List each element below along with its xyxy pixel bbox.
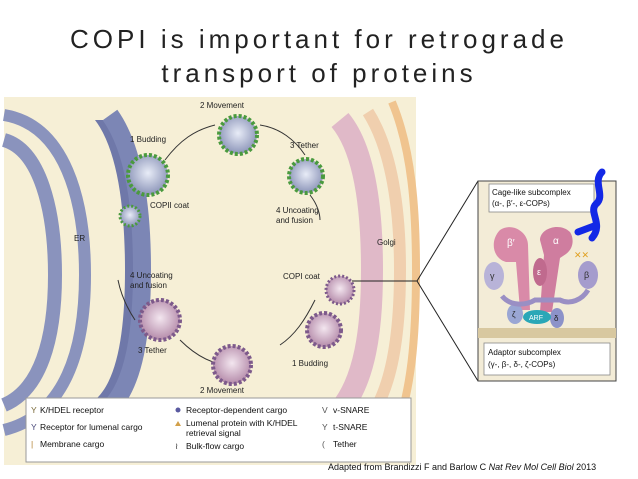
legend-lumenal-protein-2: retrieval signal <box>186 428 241 438</box>
citation-journal: Nat Rev Mol Cell Biol <box>488 462 574 472</box>
adaptor-title-line-1: Adaptor subcomplex <box>488 348 561 357</box>
vesicle-bottom-budding <box>305 311 343 349</box>
receptor-cargo-icon <box>175 407 181 413</box>
alpha-label: α <box>553 236 559 247</box>
epsilon-subunit <box>533 258 547 286</box>
uncoating-left-label-2: and fusion <box>130 281 167 290</box>
legend-membrane-cargo: Membrane cargo <box>40 439 105 449</box>
callout-lines <box>352 180 479 382</box>
t-snare-icon: Y <box>322 422 328 432</box>
adaptor-title-line-2: (γ-, β-, δ-, ζ-COPs) <box>488 360 556 369</box>
movement-top-label: 2 Movement <box>200 101 245 110</box>
legend-receptor-cargo: Receptor-dependent cargo <box>186 405 287 415</box>
gamma-label: γ <box>490 271 495 281</box>
cage-subcomplex-box <box>488 183 595 213</box>
gamma-subunit <box>484 262 504 290</box>
uncoating-right-label-2: and fusion <box>276 216 313 225</box>
lumenal-receptor-icon: Y <box>31 422 37 432</box>
vesicle-copii-coat <box>118 204 142 228</box>
tether-icon: ( <box>322 439 325 449</box>
zeta-subunit <box>507 304 523 324</box>
legend-t-snare: t-SNARE <box>333 422 368 432</box>
cycle-arrows <box>117 124 321 366</box>
highlight-squiggle <box>574 168 606 242</box>
uncoating-right-label-1: 4 Uncoating <box>276 206 319 215</box>
legend-lumenal-receptor: Receptor for lumenal cargo <box>40 422 143 432</box>
beta-label: β <box>584 270 589 280</box>
vesicle-bottom-movement <box>211 344 253 386</box>
kdel-receptor-icon: Y <box>31 405 37 415</box>
legend-tether: Tether <box>333 439 357 449</box>
vesicle-top-movement <box>217 114 259 156</box>
cage-title-line-2: (α-, β′-, ε-COPs) <box>492 199 550 208</box>
slide-title-line-1: COPI is important for retrograde <box>70 24 568 54</box>
vesicle-top-budding <box>126 153 170 197</box>
budding-top-label: 1 Budding <box>130 135 166 144</box>
vesicle-top-tether <box>287 157 325 195</box>
membrane <box>478 328 616 338</box>
lumenal-protein-icon <box>175 421 181 426</box>
legend-kdel-receptor: K/HDEL receptor <box>40 405 104 415</box>
v-snare-icon: V <box>322 405 328 415</box>
arf-protein <box>523 310 551 324</box>
legend-lumenal-protein-1: Lumenal protein with K/HDEL <box>186 418 298 428</box>
binding-site-marker: ✕✕ <box>574 250 589 260</box>
arf-label: ARF <box>529 315 543 322</box>
copi-structure-inset: ✕✕ <box>477 168 617 382</box>
golgi-label: Golgi <box>377 238 396 247</box>
citation-authors: Adapted from Brandizzi F and Barlow C <box>328 462 489 472</box>
er-label: ER <box>74 234 85 243</box>
membrane-cargo-icon: | <box>31 439 33 449</box>
budding-bottom-label: 1 Budding <box>292 359 328 368</box>
beta-subunit <box>578 261 598 289</box>
uncoating-left-label-1: 4 Uncoating <box>130 271 173 280</box>
adaptor-link <box>500 288 591 307</box>
tether-top-label: 3 Tether <box>290 141 319 150</box>
adaptor-subcomplex-box <box>483 342 611 376</box>
vesicle-bottom-tether <box>138 298 182 342</box>
copii-coat-label: COPII coat <box>150 201 190 210</box>
cage-title-line-1: Cage-like subcomplex <box>492 188 571 197</box>
zeta-label: ζ <box>512 310 516 319</box>
epsilon-label: ε <box>537 267 541 277</box>
bulk-cargo-icon: ≀ <box>175 441 178 451</box>
citation: Adapted from Brandizzi F and Barlow C Na… <box>328 462 596 472</box>
copi-coat-label: COPI coat <box>283 272 321 281</box>
tether-bottom-label: 3 Tether <box>138 346 167 355</box>
legend-v-snare: v-SNARE <box>333 405 370 415</box>
movement-bottom-label: 2 Movement <box>200 386 245 395</box>
legend-bulk-cargo: Bulk-flow cargo <box>186 441 244 451</box>
delta-subunit <box>550 308 564 328</box>
beta-prime-subunit <box>493 227 530 310</box>
vesicle-copi-right <box>324 274 356 306</box>
legend-box <box>25 397 412 463</box>
slide-title-line-2: transport of proteins <box>161 58 477 88</box>
alpha-subunit <box>540 226 573 312</box>
beta-prime-label: β′ <box>507 238 515 249</box>
golgi-stack <box>331 100 421 442</box>
citation-year: 2013 <box>573 462 597 472</box>
delta-label: δ <box>554 314 559 323</box>
